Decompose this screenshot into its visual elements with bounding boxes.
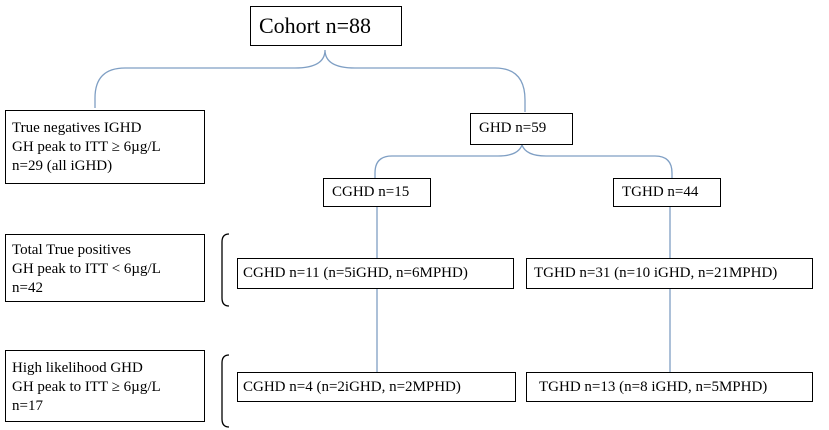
cghd-high-label: CGHD n=4 (n=2iGHD, n=2MPHD) bbox=[243, 379, 461, 395]
ghd-box: GHD n=59 bbox=[470, 113, 573, 145]
true-positives-box: Total True positives GH peak to ITT < 6µ… bbox=[5, 234, 205, 302]
bracket-high-likelihood bbox=[221, 354, 230, 428]
tghd-high-box: TGHD n=13 (n=8 iGHD, n=5MPHD) bbox=[526, 372, 813, 402]
true-negatives-line-1: True negatives IGHD bbox=[12, 120, 142, 136]
high-likelihood-line-2: GH peak to ITT ≥ 6µg/L bbox=[12, 379, 161, 395]
cohort-box: Cohort n=88 bbox=[250, 6, 402, 46]
cghd-high-box: CGHD n=4 (n=2iGHD, n=2MPHD) bbox=[237, 372, 516, 402]
tghd-label: TGHD n=44 bbox=[622, 184, 699, 200]
true-negatives-box: True negatives IGHD GH peak to ITT ≥ 6µg… bbox=[5, 110, 205, 184]
cghd-positive-box: CGHD n=11 (n=5iGHD, n=6MPHD) bbox=[237, 258, 514, 289]
high-likelihood-box: High likelihood GHD GH peak to ITT ≥ 6µg… bbox=[5, 350, 205, 422]
tghd-box: TGHD n=44 bbox=[613, 178, 721, 207]
ghd-brace-connector bbox=[374, 143, 673, 180]
tghd-positive-label: TGHD n=31 (n=10 iGHD, n=21MPHD) bbox=[534, 265, 778, 281]
root-brace-connector bbox=[94, 49, 526, 112]
cghd-positive-label: CGHD n=11 (n=5iGHD, n=6MPHD) bbox=[243, 265, 468, 281]
tghd-positive-box: TGHD n=31 (n=10 iGHD, n=21MPHD) bbox=[526, 258, 813, 289]
cghd-box: CGHD n=15 bbox=[323, 178, 431, 207]
true-positives-line-3: n=42 bbox=[12, 280, 43, 296]
true-negatives-line-2: GH peak to ITT ≥ 6µg/L bbox=[12, 139, 161, 155]
bracket-true-positives bbox=[221, 233, 230, 307]
tghd-high-label: TGHD n=13 (n=8 iGHD, n=5MPHD) bbox=[539, 379, 768, 395]
true-positives-line-1: Total True positives bbox=[12, 242, 131, 258]
ghd-label: GHD n=59 bbox=[479, 120, 547, 136]
high-likelihood-line-3: n=17 bbox=[12, 398, 43, 414]
cohort-label: Cohort n=88 bbox=[259, 13, 372, 38]
cghd-label: CGHD n=15 bbox=[332, 184, 410, 200]
true-negatives-line-3: n=29 (all iGHD) bbox=[12, 158, 113, 174]
high-likelihood-line-1: High likelihood GHD bbox=[12, 360, 143, 376]
true-positives-line-2: GH peak to ITT < 6µg/L bbox=[12, 261, 161, 277]
